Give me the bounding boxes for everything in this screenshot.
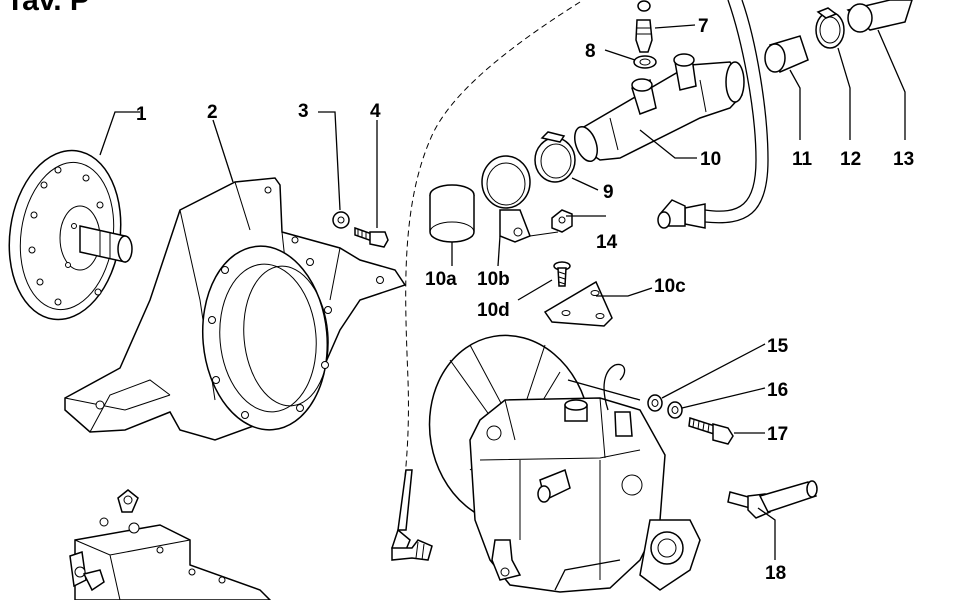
callout-3: 3 [298,101,309,122]
chassis-frame [69,489,272,600]
part-10d-screw [553,261,571,287]
callout-15: 15 [767,336,789,357]
part-11-sleeve [764,35,809,74]
callout-2: 2 [207,102,218,123]
part-9-hose-clamp [534,131,576,183]
callout-14: 14 [596,232,618,253]
callout-9: 9 [603,182,614,203]
callout-10b: 10b [477,269,510,290]
part-12-clamp [815,7,845,49]
callout-18: 18 [765,563,786,584]
callout-1: 1 [136,104,147,125]
callout-12: 12 [840,149,861,170]
callout-17: 17 [767,424,788,445]
part-14-nut [551,209,573,233]
leader-lines [99,24,906,591]
callout-11: 11 [792,149,813,170]
part-10b-strap-bracket [481,155,559,243]
callout-10c: 10c [654,276,686,297]
callout-4: 4 [370,101,381,122]
callout-10a: 10a [425,269,457,290]
part-8-seal-ring [633,55,657,69]
part-4-bolt [354,226,389,248]
part-15-washer [647,394,663,412]
part-2-bell-housing [64,177,407,441]
part-7-fitting [635,0,653,53]
part-3-washer [332,211,350,229]
hydraulic-hose [657,0,769,229]
gearbox-assembly [428,334,701,593]
callout-13: 13 [893,149,914,170]
part-18-elbow-fitting [727,480,818,519]
callout-10: 10 [700,149,721,170]
callout-7: 7 [698,16,709,37]
callout-16: 16 [767,380,788,401]
part-16-lock-washer [667,401,683,419]
plate-title: Tav. P [6,0,90,17]
part-13-hose-end [846,0,913,33]
callout-10d: 10d [477,300,510,321]
callout-numbers: 1 2 3 4 7 8 9 10 11 12 13 14 10a 10b 10c… [136,16,914,584]
part-1-flex-disc [8,149,133,321]
part-17-bolt [688,417,734,445]
part-10c-triangle-plate [543,280,613,327]
part-10-manifold-pipe [574,53,745,163]
hose-line [391,1,581,561]
part-10a-ring-band [429,184,475,243]
callout-8: 8 [585,41,596,62]
